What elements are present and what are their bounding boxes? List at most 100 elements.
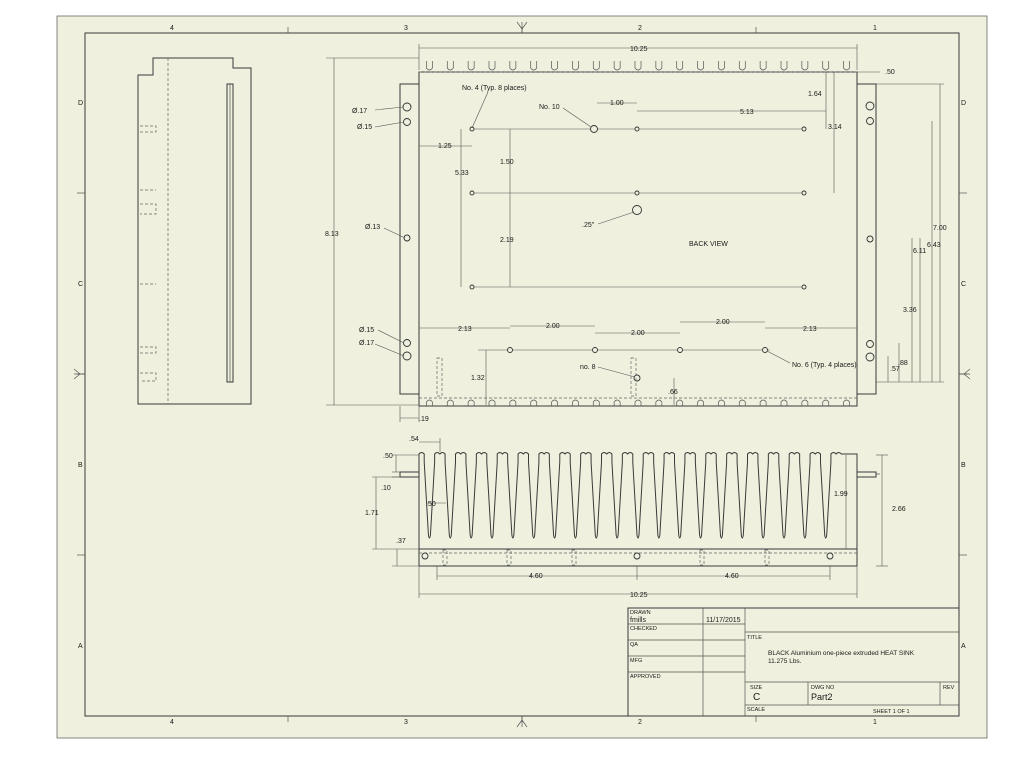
top-fin-slot	[738, 61, 746, 71]
callout-no6: No. 6 (Typ. 4 places)	[792, 362, 857, 369]
zone-col-bottom-1: 1	[873, 719, 877, 726]
bottom-fin-slot	[822, 399, 830, 406]
top-fin-slot	[718, 61, 725, 71]
dim-edge-offset: .50	[885, 69, 895, 76]
part-weight: 11.275 Lbs.	[768, 658, 802, 665]
top-fin-slot	[509, 61, 517, 71]
top-fin-slot	[780, 61, 788, 71]
top-fin-slot	[634, 61, 642, 71]
bottom-fin-slot	[592, 399, 600, 406]
dim-057: .57	[890, 366, 900, 373]
zone-row-right-b: B	[961, 462, 966, 469]
back-view-dimension-lines	[326, 44, 944, 422]
front-view-dimension-lines	[372, 438, 888, 598]
callout-leaders	[374, 91, 791, 378]
hole-callout-angle: .25"	[582, 222, 595, 229]
zone-col-bottom-2: 2	[638, 719, 642, 726]
dwg-no-label: DWG NO	[811, 685, 835, 691]
bottom-fin-slot	[697, 399, 704, 406]
dim-front-460-right: 4.60	[725, 573, 739, 580]
dwg-no-value: Part2	[811, 692, 833, 702]
bottom-fin-slot	[426, 399, 433, 406]
dim-088: .88	[898, 360, 908, 367]
zone-row-right-a: A	[961, 643, 966, 650]
zone-col-top-3: 3	[404, 25, 408, 32]
bottom-fin-slot	[759, 399, 767, 406]
top-fin-slot	[530, 61, 538, 71]
dim-200-b: 2.00	[631, 330, 645, 337]
zone-row-right-d: D	[961, 100, 966, 107]
dim-066: .66	[668, 389, 678, 396]
dim-front-054: .54	[409, 436, 419, 443]
bottom-fin-slot	[718, 399, 725, 406]
top-fin-slot	[801, 61, 809, 71]
dim-200-c: 2.00	[716, 319, 730, 326]
size-label: SIZE	[750, 685, 763, 691]
view-label: BACK VIEW	[689, 241, 728, 248]
callout-no4: No. 4 (Typ. 8 places)	[462, 85, 527, 92]
zone-col-top-4: 4	[170, 25, 174, 32]
top-fin-slot	[655, 61, 663, 71]
checked-label: CHECKED	[630, 626, 657, 632]
drawn-label: DRAWN	[630, 610, 651, 616]
sheet-number: SHEET 1 OF 1	[873, 709, 910, 715]
zone-col-top-2: 2	[638, 25, 642, 32]
top-fin-slot	[676, 61, 684, 71]
dim-150: 1.50	[500, 159, 514, 166]
back-view	[399, 61, 877, 407]
dim-219: 2.19	[500, 237, 514, 244]
top-fin-slot	[551, 61, 558, 71]
dim-front-460-left: 4.60	[529, 573, 543, 580]
bottom-fin-slot	[446, 399, 454, 406]
hole-callout-d15-bottom: Ø.15	[359, 327, 374, 334]
dim-front-199: 1.99	[834, 491, 848, 498]
qa-label: QA	[630, 642, 638, 648]
dim-front-037: .37	[396, 538, 406, 545]
dim-132: 1.32	[471, 375, 485, 382]
title-label: TITLE	[747, 635, 762, 641]
top-fin-slot	[697, 61, 704, 71]
bottom-fin-slot	[467, 399, 475, 406]
zone-row-left-c: C	[78, 281, 83, 288]
dim-019: .19	[419, 416, 429, 423]
drawn-by: fmills	[630, 617, 646, 624]
top-fin-slot	[613, 61, 621, 71]
dim-643: 6.43	[927, 242, 941, 249]
scale-label: SCALE	[747, 707, 765, 713]
bottom-fin-slot	[488, 399, 496, 406]
bottom-fin-slot	[634, 399, 642, 406]
size-value: C	[753, 692, 760, 703]
front-view	[399, 452, 880, 567]
title-block	[627, 607, 960, 717]
dim-813: 8.13	[325, 231, 339, 238]
approved-label: APPROVED	[630, 674, 661, 680]
dim-front-171: 1.71	[365, 510, 379, 517]
zone-col-bottom-3: 3	[404, 719, 408, 726]
zone-row-left-a: A	[78, 643, 83, 650]
top-fin-slot	[467, 61, 475, 71]
bottom-fin-slot	[509, 399, 517, 406]
top-fin-slot	[822, 61, 830, 71]
top-fin-slot	[426, 61, 433, 71]
paper	[57, 16, 987, 738]
dim-533: 5.33	[455, 170, 469, 177]
callout-no10: No. 10	[539, 104, 560, 111]
hole-callout-d17-top: Ø.17	[352, 108, 367, 115]
dim-pitch: 1.00	[610, 100, 624, 107]
bottom-fin-slot	[843, 399, 850, 406]
zone-row-right-c: C	[961, 281, 966, 288]
rev-label: REV	[943, 685, 955, 691]
dim-front-overall-width: 10.25	[630, 592, 648, 599]
part-title: BLACK Aluminium one-piece extruded HEAT …	[768, 650, 915, 657]
dim-164: 1.64	[808, 91, 822, 98]
top-fin-slot	[592, 61, 600, 71]
dim-336: 3.36	[903, 307, 917, 314]
top-fin-slot	[759, 61, 767, 71]
dim-front-010: .10	[381, 485, 391, 492]
hole-callout-d15-top: Ø.15	[357, 124, 372, 131]
bottom-fin-slot	[780, 399, 788, 406]
dim-611: 6.11	[913, 248, 926, 255]
mfg-label: MFG	[630, 658, 642, 664]
dim-213-left: 2.13	[458, 326, 472, 333]
